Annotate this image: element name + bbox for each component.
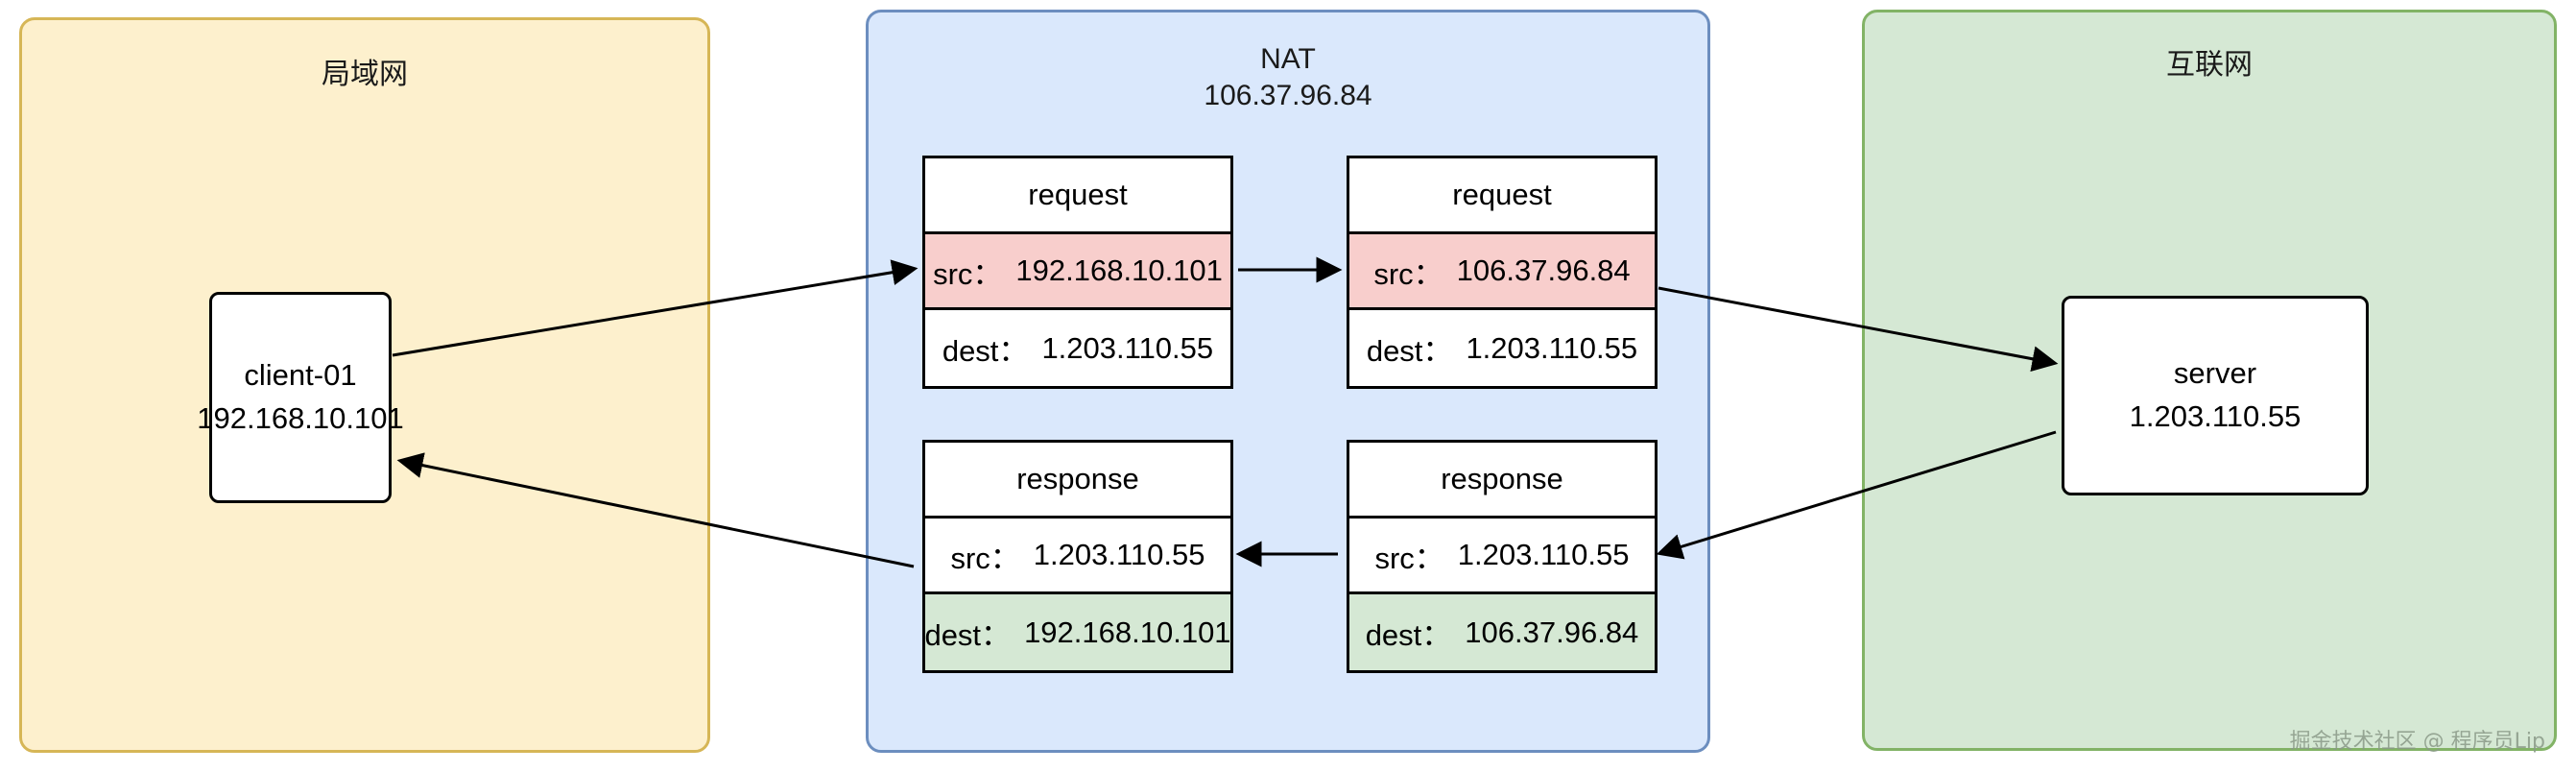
packet-src-value: 1.203.110.55 [1457, 538, 1630, 571]
packet-src-label: src： [950, 541, 1020, 575]
packet-src-label: src： [1374, 541, 1444, 575]
node-client[interactable]: client-01 192.168.10.101 [197, 292, 404, 503]
packet-src-row: src： 1.203.110.55 [1349, 519, 1655, 594]
watermark: 掘金技术社区 @ 程序员Lip [2289, 730, 2545, 754]
packet-title: request [925, 158, 1230, 234]
packet-dest-label: dest： [1365, 618, 1452, 652]
packet-dest-label: dest： [1366, 334, 1453, 368]
packet-src-row: src： 192.168.10.101 [925, 234, 1230, 310]
packet-dest-value: 1.203.110.55 [1466, 330, 1638, 365]
packet-dest-row: dest： 106.37.96.84 [1349, 594, 1655, 670]
packet-src-value: 192.168.10.101 [1015, 253, 1223, 287]
packet-dest-value: 192.168.10.101 [1024, 615, 1231, 649]
node-client-name: client-01 [244, 358, 357, 393]
node-server-ip: 1.203.110.55 [2129, 399, 2302, 433]
packet-response-to-client[interactable]: response src： 1.203.110.55 dest： 192.168… [922, 440, 1233, 673]
packet-src-row: src： 106.37.96.84 [1349, 234, 1655, 310]
packet-src-label: src： [933, 256, 1003, 291]
node-server[interactable]: server 1.203.110.55 [2062, 296, 2369, 495]
node-server-name: server [2173, 356, 2257, 391]
packet-dest-row: dest： 1.203.110.55 [925, 310, 1230, 386]
packet-src-row: src： 1.203.110.55 [925, 519, 1230, 594]
packet-request-inbound[interactable]: request src： 192.168.10.101 dest： 1.203.… [922, 156, 1233, 389]
node-client-ip: 192.168.10.101 [197, 401, 404, 435]
packet-title: request [1349, 158, 1655, 234]
packet-title: response [925, 443, 1230, 519]
packet-src-value: 1.203.110.55 [1033, 538, 1205, 571]
zone-internet-title: 互联网 [2166, 49, 2253, 81]
packet-dest-row: dest： 192.168.10.101 [924, 594, 1231, 670]
packet-dest-label: dest： [942, 334, 1029, 368]
packet-dest-label: dest： [924, 618, 1012, 652]
packet-src-label: src： [1373, 256, 1443, 291]
zone-internet: 互联网 [1862, 10, 2557, 751]
zone-nat-title: NAT 106.37.96.84 [1204, 43, 1372, 111]
packet-request-outbound[interactable]: request src： 106.37.96.84 dest： 1.203.11… [1347, 156, 1658, 389]
packet-dest-value: 1.203.110.55 [1041, 330, 1214, 365]
packet-dest-value: 106.37.96.84 [1465, 615, 1639, 649]
packet-title: response [1349, 443, 1655, 519]
packet-src-value: 106.37.96.84 [1456, 253, 1631, 287]
packet-dest-row: dest： 1.203.110.55 [1349, 310, 1655, 386]
packet-response-from-server[interactable]: response src： 1.203.110.55 dest： 106.37.… [1347, 440, 1658, 673]
zone-lan-title: 局域网 [322, 59, 408, 90]
